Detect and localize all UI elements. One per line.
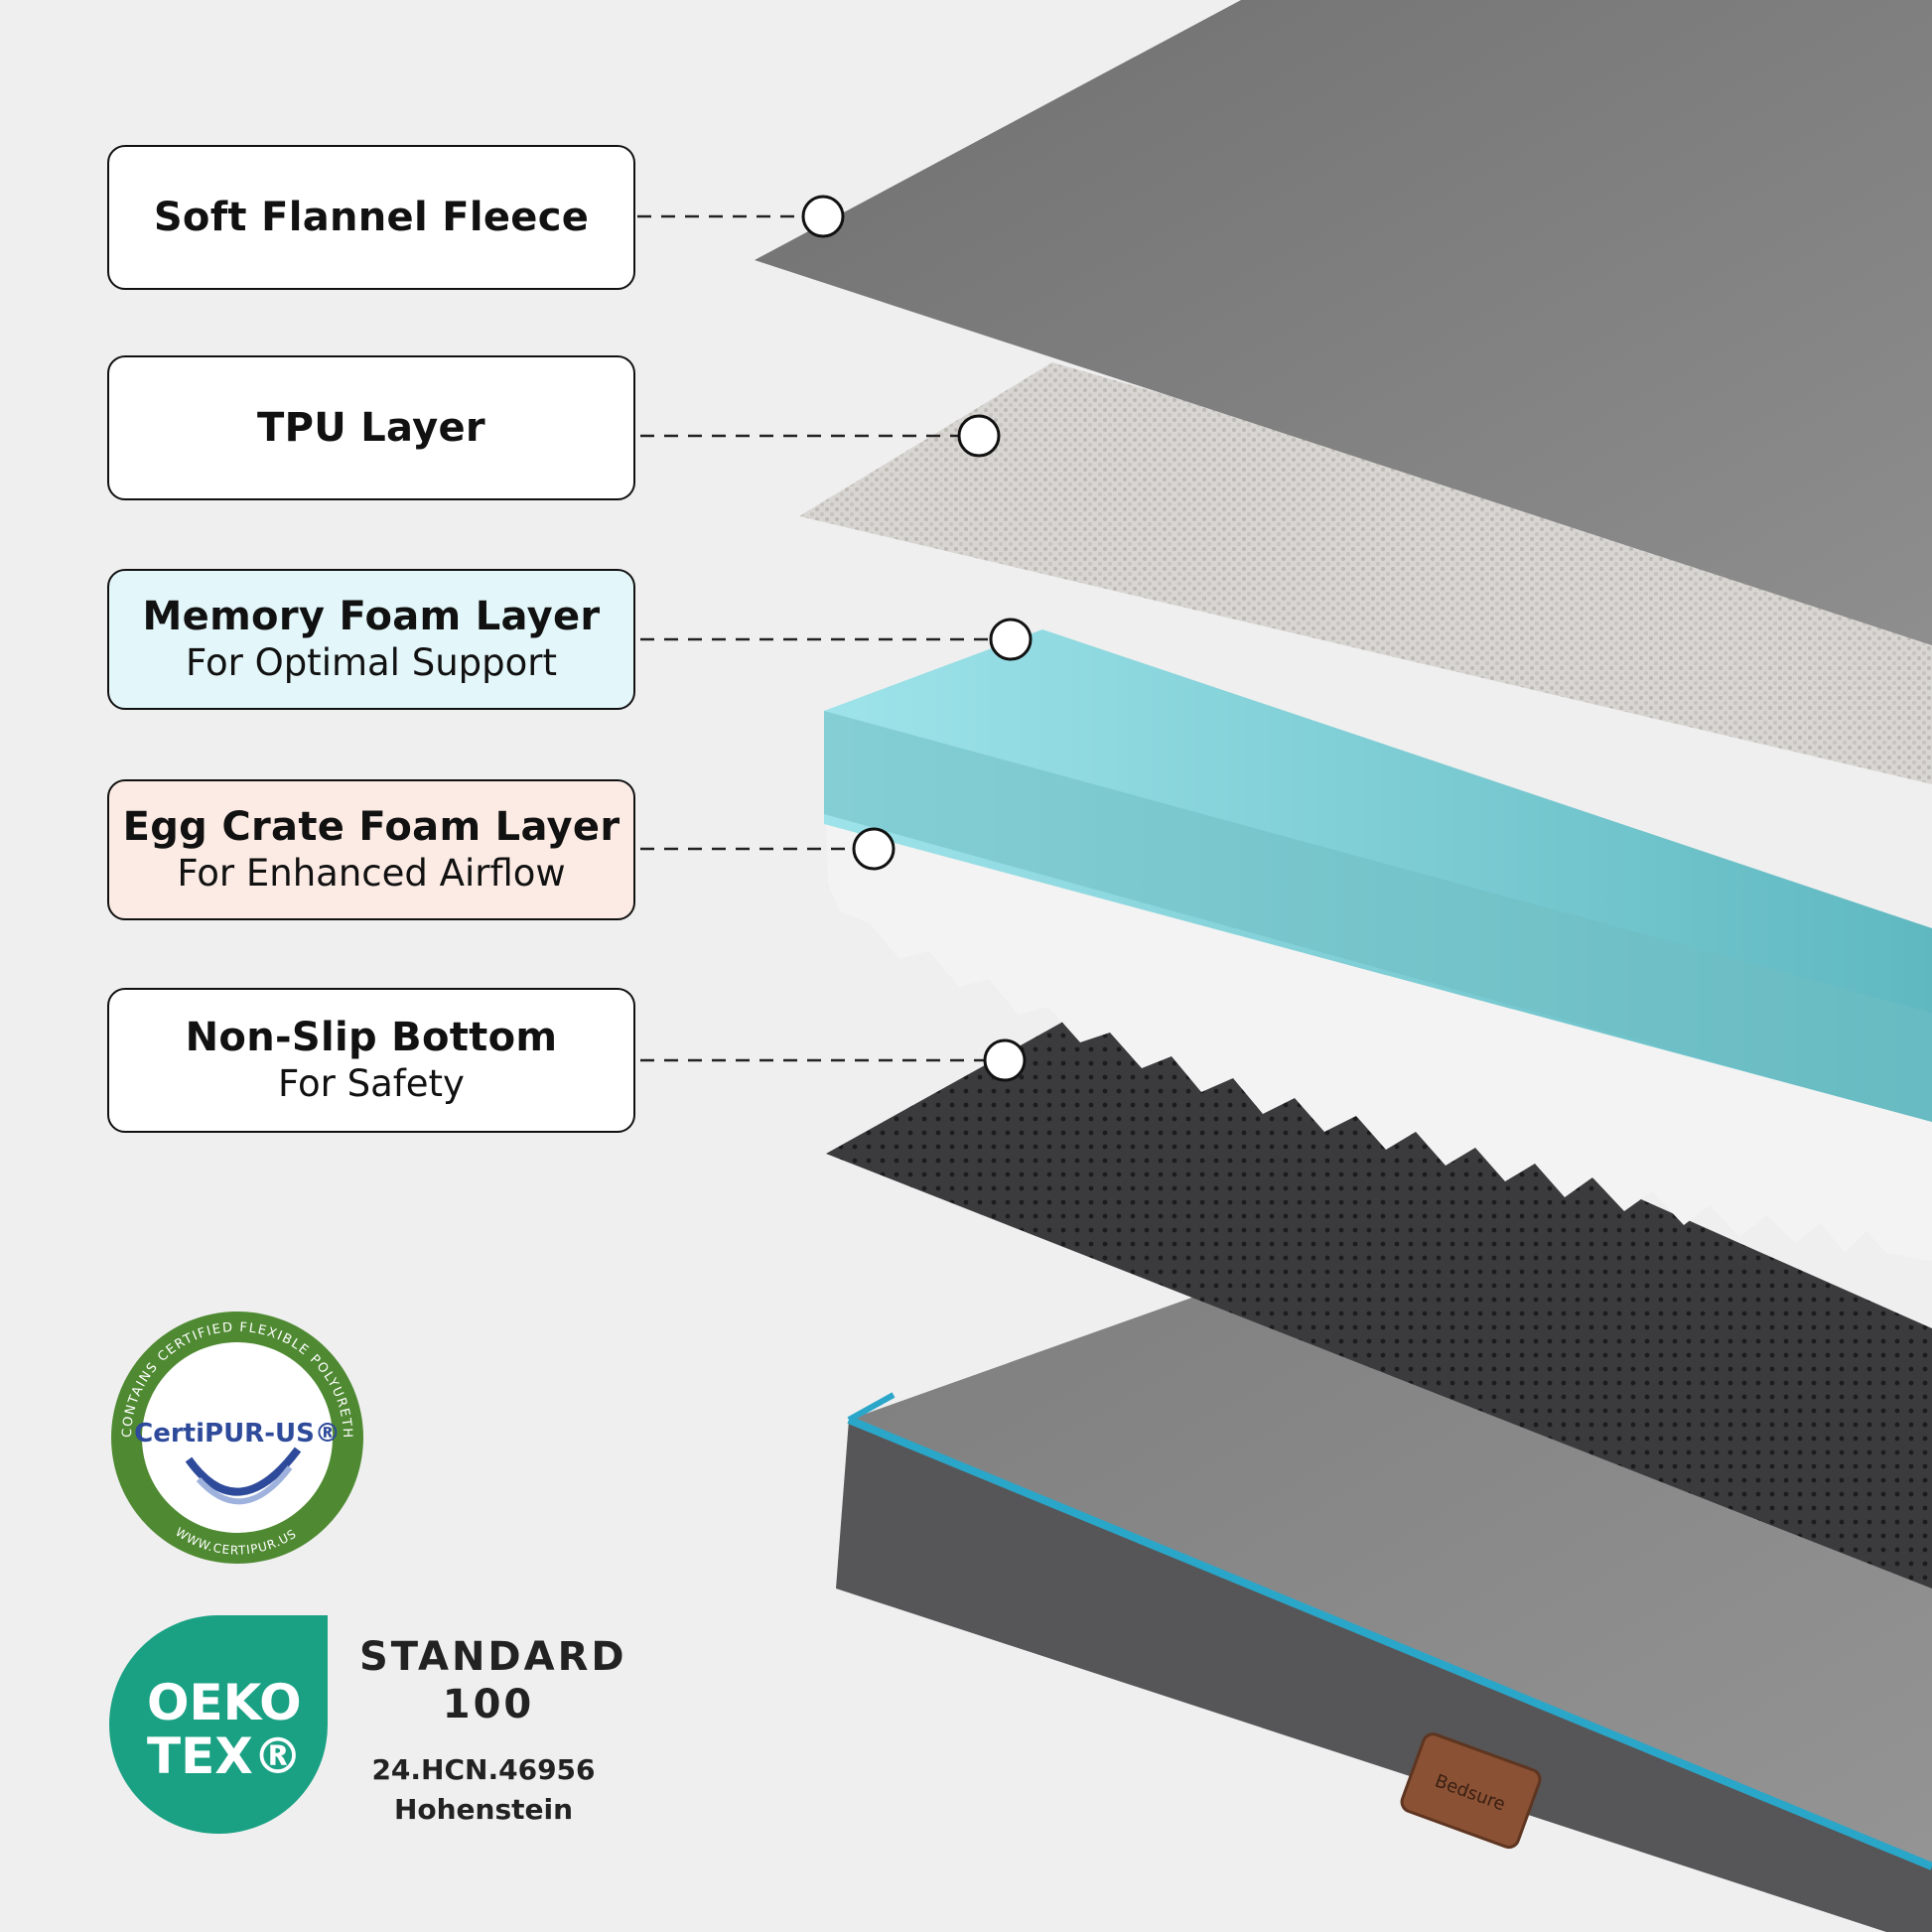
connector-dot-memory-foam (989, 618, 1033, 661)
oeko-tex-logo-text: OEKO TEX® (147, 1676, 306, 1783)
label-subtitle: For Optimal Support (186, 641, 557, 684)
connector-dot-tpu (957, 414, 1001, 458)
certipur-logo-text: CertiPUR-US® (134, 1419, 341, 1449)
memory-foam-edge (824, 711, 1932, 1122)
certipur-swoosh-light-icon (196, 1465, 293, 1505)
label-soft-flannel-fleece: Soft Flannel Fleece (107, 145, 635, 290)
brand-tag: Bedsure (1400, 1732, 1542, 1850)
non-slip-bottom-layer (826, 978, 1932, 1588)
mattress-top (849, 1259, 1932, 1866)
label-title: Non-Slip Bottom (185, 1015, 558, 1060)
label-tpu-layer: TPU Layer (107, 355, 635, 500)
mattress-piping (847, 1416, 1932, 1870)
label-memory-foam-layer: Memory Foam Layer For Optimal Support (107, 569, 635, 710)
label-egg-crate-foam-layer: Egg Crate Foam Layer For Enhanced Airflo… (107, 779, 635, 920)
oeko-standard-label: STANDARD (359, 1634, 627, 1680)
connector-lines (637, 214, 991, 1062)
label-title: Memory Foam Layer (142, 594, 601, 639)
mattress-base: Bedsure (836, 1259, 1932, 1932)
certipur-swoosh-icon (185, 1447, 302, 1496)
label-non-slip-bottom: Non-Slip Bottom For Safety (107, 988, 635, 1133)
connector-dots (801, 195, 1033, 1082)
label-subtitle: For Enhanced Airflow (177, 852, 566, 895)
oeko-institute: Hohenstein (393, 1793, 574, 1826)
oeko-standard-number: 100 (442, 1682, 535, 1727)
label-title: Egg Crate Foam Layer (122, 804, 621, 850)
connector-dot-non-slip (983, 1038, 1027, 1082)
mattress-piping-back (847, 1392, 896, 1423)
mattress-side (836, 1420, 1932, 1932)
connector-dot-egg-crate (852, 827, 896, 871)
label-title: TPU Layer (257, 405, 485, 451)
label-title: Soft Flannel Fleece (153, 195, 590, 240)
oeko-line1: OEKO (147, 1674, 302, 1731)
connector-dot-fleece (801, 195, 845, 238)
soft-flannel-fleece-layer (755, 0, 1932, 645)
oeko-line2: TEX® (147, 1727, 303, 1785)
oeko-certificate-code: 24.HCN.46956 (371, 1753, 596, 1786)
tpu-layer (799, 362, 1932, 784)
label-subtitle: For Safety (278, 1062, 465, 1105)
oeko-tex-badge (109, 1615, 329, 1834)
